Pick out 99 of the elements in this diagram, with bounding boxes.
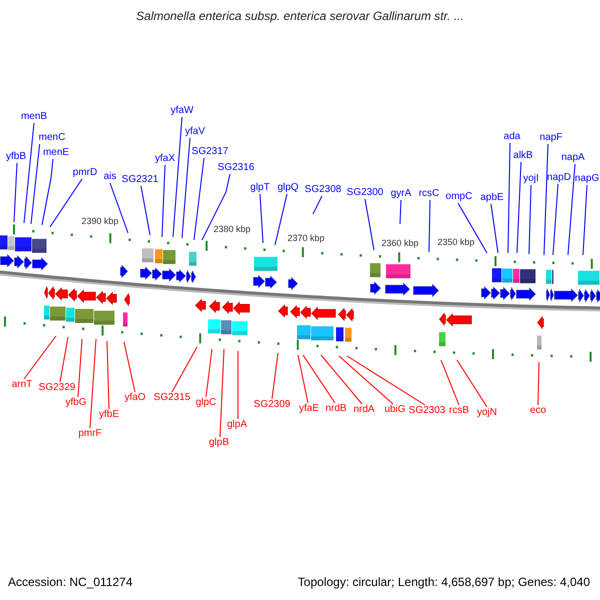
leader-line (516, 162, 522, 254)
gene-label: SG2321 (122, 174, 158, 186)
gene-label: yfbB (6, 151, 26, 163)
leader-line (312, 196, 322, 214)
leader-line (508, 142, 510, 254)
gene-label: yfaV (185, 126, 205, 138)
leader-line (552, 184, 558, 256)
leader-line (440, 360, 460, 406)
gene-label: glpB (209, 437, 229, 449)
gene-label: yojI (523, 173, 539, 185)
leader-line (302, 354, 336, 404)
gene-label: SG2315 (154, 392, 190, 404)
leader-line (172, 346, 198, 392)
leader-line (544, 144, 548, 256)
gene-label: SG2300 (346, 187, 384, 199)
leader-line (528, 184, 532, 254)
scale-label: 2390 kbp (81, 215, 119, 227)
leader-line (260, 194, 264, 244)
leader-line (206, 348, 212, 398)
footer-text: Accession: NC_011274 (8, 576, 133, 588)
gene-label: napF (540, 132, 562, 144)
gene-label: glpA (227, 419, 247, 431)
leader-line (124, 342, 136, 392)
gene-label: yfbG (65, 397, 87, 409)
leader-line (338, 356, 394, 404)
leader-line (346, 356, 426, 406)
gene-label: pmrD (72, 167, 98, 179)
leader-line (272, 352, 278, 400)
gene-label: nrdA (353, 404, 375, 416)
leader-line (110, 182, 128, 234)
leader-line (24, 336, 56, 380)
gene-label: ais (104, 171, 116, 183)
title: Salmonella enterica subsp. enterica serovar Gallinarum str. ... (135, 10, 465, 22)
gene-label: SG2309 (254, 399, 290, 411)
gene-label: menC (38, 132, 66, 144)
leader-line (90, 338, 96, 428)
leader-line (364, 198, 374, 250)
gene-label: glpC (196, 397, 216, 409)
gene-label: SG2329 (38, 382, 76, 394)
leader-line (220, 348, 224, 438)
gene-label: yojN (477, 407, 497, 419)
gene-label: yfaW (170, 105, 194, 117)
gene-label: arnT (12, 379, 32, 391)
leader-line (298, 354, 308, 404)
gene-label: SG2316 (218, 162, 254, 174)
leader-line (24, 122, 34, 224)
gene-label: yfaE (299, 403, 319, 415)
leader-line (490, 204, 498, 254)
scale-label: 2370 kbp (287, 232, 325, 244)
gene-label: SG2317 (192, 146, 228, 158)
leader-line (538, 362, 540, 406)
leader-line (456, 360, 488, 408)
scale-label: 2380 kbp (213, 223, 251, 235)
scale-label: 2360 kbp (381, 237, 419, 249)
gene-label: yfbE (99, 409, 119, 421)
gene-label: yfaX (155, 153, 175, 165)
leader-line (50, 178, 82, 228)
leader-line (458, 202, 488, 254)
gene-label: yfaO (124, 392, 146, 404)
leader-line (78, 338, 82, 398)
leader-line (106, 340, 110, 410)
gene-label: gyrA (390, 188, 412, 200)
gene-label: SG2303 (408, 405, 446, 417)
gene-label: napA (561, 152, 585, 164)
gene-label: menB (20, 111, 48, 123)
leader-line (568, 164, 576, 256)
leader-line (194, 158, 204, 240)
leader-line (172, 116, 182, 238)
leader-line (60, 336, 68, 382)
gene-label: rcsB (449, 405, 469, 417)
gene-label: apbE (480, 192, 504, 204)
leader-line (428, 200, 430, 252)
leader-line (274, 194, 288, 246)
gene-label: nrdB (325, 403, 347, 415)
leader-line (162, 164, 166, 238)
footer-text: Topology: circular; Length: 4,658,697 bp; Genes: 4,040 (298, 576, 590, 588)
gene-label: ada (504, 131, 520, 143)
leader-line (400, 200, 402, 224)
leader-line (182, 138, 190, 238)
gene-label: menE (42, 147, 70, 159)
gene-label: glpQ (277, 182, 299, 194)
gene-label: pmrF (78, 428, 102, 440)
scale-label: 2350 kbp (437, 236, 475, 248)
gene-label: ompC (446, 191, 472, 203)
leader-line (202, 174, 230, 240)
gene-label: napG (574, 173, 600, 185)
gene-label: eco (530, 405, 546, 417)
gene-label: rcsC (418, 188, 440, 200)
gene-label: glpT (250, 182, 270, 194)
leader-line (140, 186, 150, 236)
gene-label: ubiG (384, 404, 406, 416)
gene-label: napD (547, 172, 571, 184)
leader-line (14, 162, 18, 222)
gene-label: alkB (513, 150, 533, 162)
leader-line (582, 184, 588, 256)
leader-line (42, 158, 54, 226)
leader-line (320, 354, 362, 404)
gene-label: SG2308 (304, 184, 342, 196)
leader-line (30, 144, 40, 224)
